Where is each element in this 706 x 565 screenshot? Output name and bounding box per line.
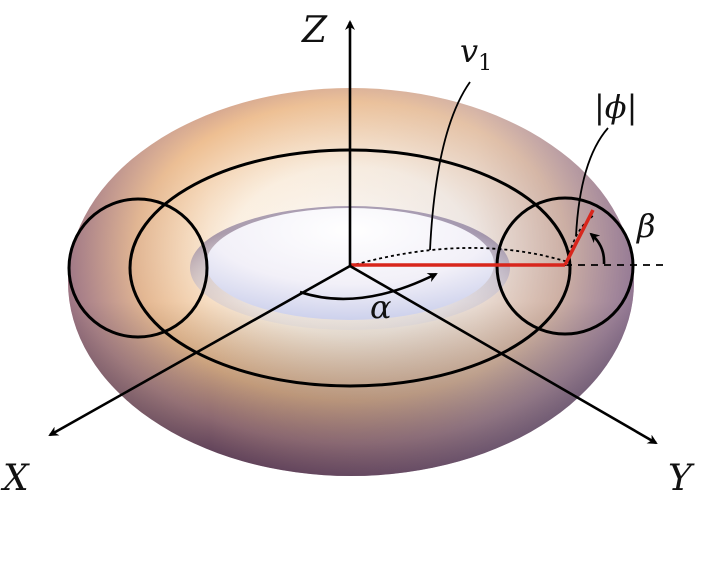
minor-radius-line <box>563 209 595 266</box>
alpha-label: α <box>370 288 392 326</box>
y-axis-line <box>349 264 658 445</box>
v1-label: v1 <box>460 32 492 76</box>
alpha-arrow <box>299 272 438 301</box>
y-axis-label: Y <box>668 458 695 499</box>
beta-arrow <box>589 232 606 265</box>
v1-symbol: v <box>460 32 478 70</box>
z-axis-label: Z <box>301 10 328 51</box>
v1-subscript: 1 <box>478 51 492 76</box>
x-axis-line <box>48 264 351 437</box>
phi-leader-line <box>575 127 609 237</box>
dotted-tube-arc <box>565 215 594 266</box>
left-tube-circle <box>67 197 209 339</box>
x-axis-label: X <box>0 458 30 499</box>
beta-label: β <box>636 207 656 245</box>
dotted-arc <box>349 247 569 267</box>
phi-label: |ϕ| <box>594 88 637 126</box>
v1-leader-line <box>429 81 471 251</box>
